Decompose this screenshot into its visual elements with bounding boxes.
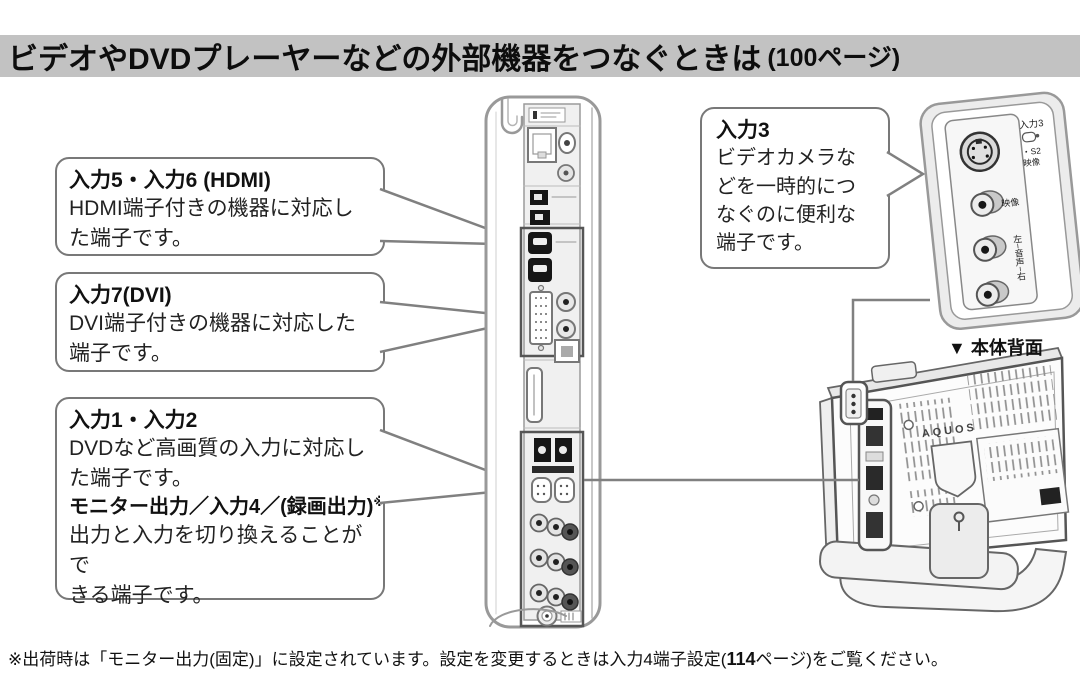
panel-outer [919,91,1080,330]
callout-input3: 入力3 ビデオカメラな どを一時的につ なぐのに便利な 端子です。 [700,107,890,269]
tv-foot-outline [489,608,567,627]
rear-panel-details: AQUOS [896,365,1070,523]
s-video-connector [959,131,1001,173]
callout-title: 入力3 [716,119,770,142]
callout-body: ビデオカメラな どを一時的につ なぐのに便利な 端子です。 [716,147,856,255]
callout-title: 入力5・入力6 (HDMI) [69,169,271,192]
component-terminal [555,438,572,462]
vent-slots [906,485,960,518]
dvi-port-input7 [529,291,553,345]
round-jack [557,164,575,182]
hdmi-port-input5 [528,232,552,254]
screw-hole [913,500,924,512]
tv-side-profile [484,95,602,629]
d-terminal [531,477,552,503]
callout-title: 入力7(DVI) [69,284,172,307]
power-inlet [1039,486,1062,506]
page-title-bar: ビデオやDVDプレーヤーなどの外部機器をつなぐときは (100ページ) [0,35,1080,77]
round-jack [558,132,576,154]
stand-bar [819,540,1019,591]
s2-label: ・S2 [1022,145,1042,157]
tv-rear-illustration: AQUOS [819,346,1070,613]
callout-tail-hdmi [379,187,532,247]
callout-body: DVDなど高画質の入力に対応し た端子です。 [69,437,366,491]
vesa-mount-plate [930,440,977,498]
rear-terminal-strip-highlight [857,398,893,552]
side-input3-highlight [839,380,869,426]
footnote-marker: ※ [373,494,386,509]
camera-icon [1021,131,1037,143]
callout-input7-dvi: 入力7(DVI) DVI端子付きの機器に対応した 端子です。 [55,272,385,372]
av-input-group-frame [519,430,585,628]
connection-lines [584,298,930,482]
cable-hook [500,97,524,135]
audio-jack [556,292,576,312]
page-title: ビデオやDVDプレーヤーなどの外部機器をつなぐときは [8,43,762,76]
s2-video-label: 映像 [1023,157,1041,169]
lan-port [527,127,557,163]
callout-body: DVI端子付きの機器に対応した 端子です。 [69,312,357,366]
optical-terminal [530,210,550,225]
callout-body: HDMI端子付きの機器に対応し た端子です。 [69,197,354,251]
side-input3-panel-illustration: 入力3 ・S2 映像 映像 左−音声−右 [919,91,1080,330]
label-plate [528,107,566,123]
side-panel-input3-label: 入力3 [1019,117,1044,131]
video-label: 映像 [1001,196,1020,209]
component-terminal [534,438,551,462]
rear-view-label: ▼ 本体背面 [948,338,1043,358]
antenna-terminal [536,605,558,627]
stand-base [839,547,1068,613]
callout-subtitle: モニター出力／入力4／(録画出力)※ [69,494,386,518]
callout-body-2: 出力と入力を切り換えることがで きる端子です。 [69,523,363,607]
hdmi-dvi-group-frame [519,226,585,358]
rca-jacks-side [970,190,1010,307]
cable-clamp [870,361,918,383]
footnote-page-number: 114 [726,649,756,669]
rca-jack-rows [529,513,579,611]
callout-title: 入力1・入力2 [69,409,198,432]
keyhole [953,511,965,523]
vent-slots [967,365,1058,431]
optical-out-port [554,339,580,363]
footnote-text-2: ページ)をご覧ください。 [755,650,948,669]
optical-terminal [530,190,548,205]
rear-terminal-strip-illustration [484,95,602,629]
tv-left-side-face [819,396,839,568]
vent-slots [896,397,964,482]
tv-back-panel [830,356,1068,564]
callout-input1-2-monitor-out: 入力1・入力2 DVDなど高画質の入力に対応し た端子です。 モニター出力／入力… [55,397,386,607]
footnote: ※出荷時は「モニター出力(固定)」に設定されています。設定を変更するときは入力4… [8,645,948,670]
hdmi-port-input6 [528,258,552,282]
terminal-strip [523,103,581,621]
panel-inner [931,101,1073,320]
panel-face [944,113,1038,311]
power-board-cover [975,427,1070,523]
callout-input5-6-hdmi: 入力5・入力6 (HDMI) HDMI端子付きの機器に対応し た端子です。 [55,157,385,256]
line-sidepanel-to-tv [851,298,930,381]
audio-lr-label: 左−音声−右 [1012,233,1027,282]
page-reference: (100ページ) [767,44,901,72]
audio-jack [556,319,576,339]
callout-tail-input3 [886,150,926,198]
callout-tail-input12 [379,428,534,505]
footnote-text: ※出荷時は「モニター出力(固定)」に設定されています。設定を変更するときは入力4… [8,650,727,669]
card-slot [526,367,543,423]
brand-logo: AQUOS [921,422,977,441]
stand-neck [929,503,989,579]
screw-hole [903,419,914,431]
d-terminal [554,477,575,503]
callout-tail-dvi [379,300,534,354]
